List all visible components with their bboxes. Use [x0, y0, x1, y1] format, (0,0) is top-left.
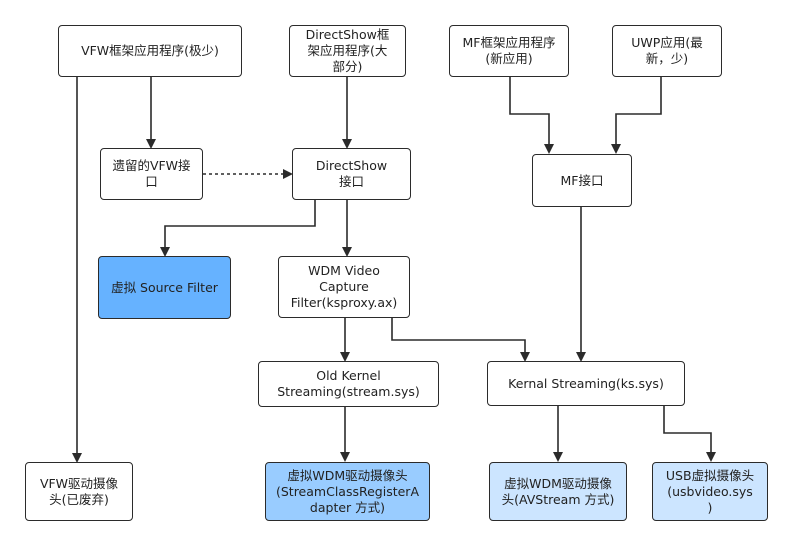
- node-uwp-app: UWP应用(最 新，少): [612, 25, 722, 77]
- node-virtual-source-filter: 虚拟 Source Filter: [98, 256, 231, 319]
- node-mf-app: MF框架应用程序 (新应用): [449, 25, 569, 77]
- node-vfw-app: VFW框架应用程序(极少): [58, 25, 242, 77]
- node-virtual-wdm-streamclass: 虚拟WDM驱动摄像头 (StreamClassRegisterA dapter …: [265, 462, 430, 521]
- edge-dshow-if-to-source-filter: [160, 200, 316, 257]
- node-old-kernel-streaming: Old Kernel Streaming(stream.sys): [258, 361, 439, 407]
- edge-wdm-capture-to-kernal-streaming: [391, 318, 530, 362]
- node-wdm-video-capture-filter: WDM Video Capture Filter(ksproxy.ax): [278, 256, 410, 318]
- node-vfw-driver-camera: VFW驱动摄像 头(已废弃): [25, 462, 133, 521]
- node-kernal-streaming: Kernal Streaming(ks.sys): [487, 361, 685, 406]
- node-directshow-app: DirectShow框 架应用程序(大 部分): [289, 25, 406, 77]
- node-virtual-wdm-avstream: 虚拟WDM驱动摄像 头(AVStream 方式): [489, 462, 627, 521]
- node-legacy-vfw-interface: 遗留的VFW接 口: [100, 148, 203, 200]
- node-usb-virtual-camera: USB虚拟摄像头 (usbvideo.sys ): [652, 462, 768, 521]
- node-mf-interface: MF接口: [532, 154, 632, 207]
- edge-uwp-app-to-mf-if: [611, 77, 662, 154]
- edge-kernal-streaming-to-usb: [663, 406, 716, 462]
- node-directshow-interface: DirectShow 接口: [292, 148, 411, 200]
- edge-mf-app-to-mf-if: [509, 77, 554, 154]
